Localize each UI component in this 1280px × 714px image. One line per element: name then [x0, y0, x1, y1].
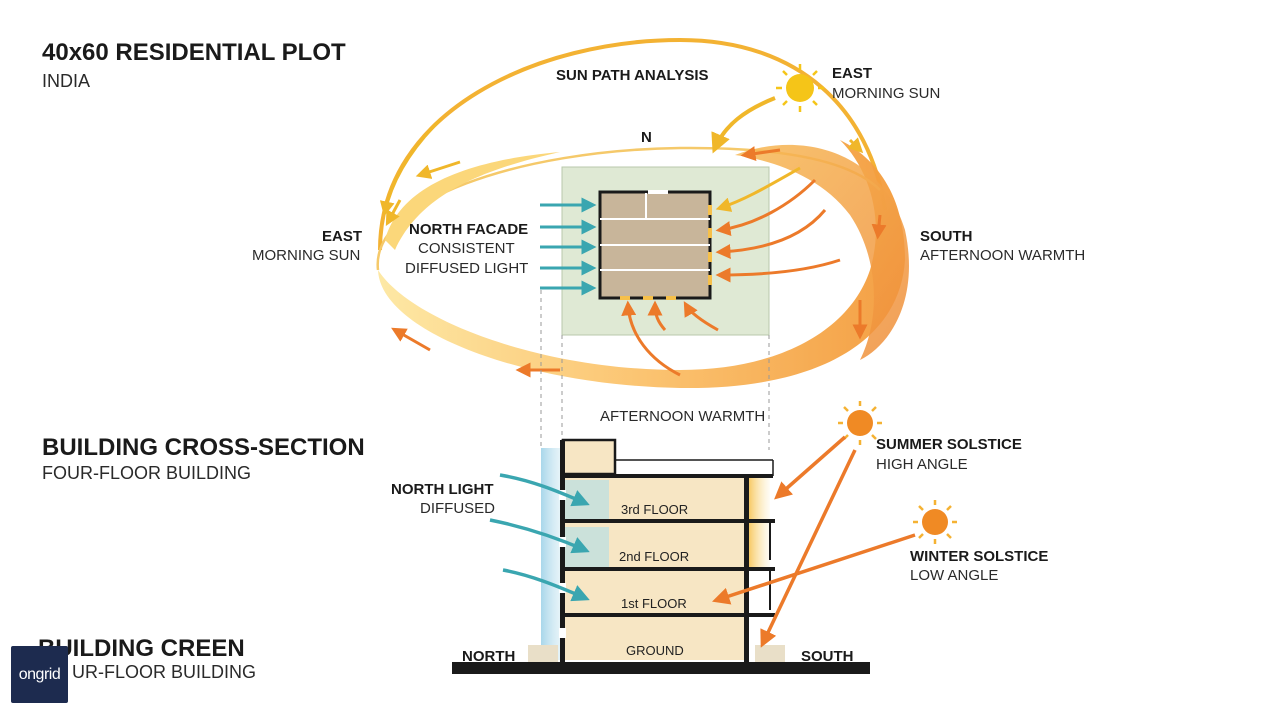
- winter-solstice-label: WINTER SOLSTICE: [910, 548, 1048, 565]
- solstice-ray-arrows: [712, 435, 916, 648]
- building-section: [452, 438, 870, 674]
- logo-text: ongrid: [18, 665, 61, 683]
- summer-sun-icon: [838, 401, 882, 445]
- south-sub: AFTERNOON WARMTH: [920, 247, 1085, 264]
- ghost-title: BUILDING CREEN: [38, 635, 245, 662]
- projection-lines: [540, 290, 770, 450]
- ongrid-logo: ongrid: [11, 646, 68, 703]
- north-light-arrows: [489, 473, 590, 602]
- sun-icon: [776, 64, 824, 112]
- floor-label-ground: GROUND: [626, 643, 684, 658]
- winter-sun-icon: [913, 500, 957, 544]
- north-marker: N: [641, 129, 652, 146]
- north-facade-arrows: [540, 197, 597, 296]
- afternoon-warmth-label: AFTERNOON WARMTH: [600, 408, 765, 425]
- east-left-label: EAST: [322, 228, 362, 245]
- north-light-sub: DIFFUSED: [420, 500, 495, 517]
- north-ground-label: NORTH: [462, 648, 515, 665]
- east-top-sub: MORNING SUN: [832, 85, 940, 102]
- cross-section-subtitle: FOUR-FLOOR BUILDING: [42, 463, 251, 483]
- north-facade-line1: CONSISTENT: [418, 240, 515, 257]
- cross-section-title: BUILDING CROSS-SECTION: [42, 434, 365, 461]
- south-sun-arrows: [621, 166, 841, 377]
- floor-label-2nd: 2nd FLOOR: [619, 549, 689, 564]
- north-light-label: NORTH LIGHT: [391, 481, 494, 498]
- sun-path-title: SUN PATH ANALYSIS: [556, 67, 709, 84]
- floor-label-3rd: 3rd FLOOR: [621, 502, 688, 517]
- north-facade-line2: DIFFUSED LIGHT: [405, 260, 528, 277]
- summer-solstice-label: SUMMER SOLSTICE: [876, 436, 1022, 453]
- ghost-subtitle: UR-FLOOR BUILDING: [72, 662, 256, 682]
- winter-solstice-sub: LOW ANGLE: [910, 567, 998, 584]
- south-label: SOUTH: [920, 228, 973, 245]
- south-ground-label: SOUTH: [801, 648, 854, 665]
- east-left-sub: MORNING SUN: [252, 247, 360, 264]
- sun-ray-arrow: [711, 96, 776, 154]
- summer-solstice-sub: HIGH ANGLE: [876, 456, 968, 473]
- plot-subtitle: INDIA: [42, 71, 90, 91]
- sun-path-ring: [376, 37, 909, 389]
- plot-title: 40x60 RESIDENTIAL PLOT: [42, 39, 346, 66]
- east-top-label: EAST: [832, 65, 872, 82]
- floor-label-1st: 1st FLOOR: [621, 596, 687, 611]
- north-facade-label: NORTH FACADE: [409, 221, 528, 238]
- building-plan: [598, 190, 712, 300]
